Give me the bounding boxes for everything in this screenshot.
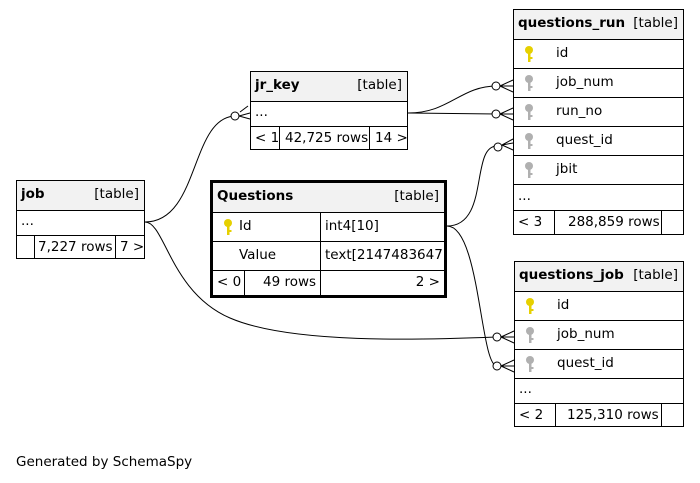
edge-job-questions_job-job_num <box>144 221 498 340</box>
parents-count[interactable]: < 1 <box>255 130 280 146</box>
column-row-jbit: jbit <box>514 155 683 184</box>
table-job[interactable]: job [table] ... 7,227 rows 7 > <box>16 180 145 259</box>
optional-marker <box>492 361 502 371</box>
column-type: int4[10] <box>325 218 379 234</box>
optional-marker <box>491 109 501 119</box>
edge-jr_key-questions_run-job_num <box>407 85 498 114</box>
table-stats: < 1 42,725 rows 14 > <box>251 126 408 150</box>
column-name: Value <box>239 247 277 263</box>
column-type: text[2147483647] <box>325 247 449 263</box>
column-row-run_no: run_no <box>514 97 683 126</box>
more-columns: ... <box>21 213 34 229</box>
parents-count[interactable]: < 3 <box>518 214 543 230</box>
table-name: job <box>21 186 45 202</box>
edge-questions-questions_run-quest_id <box>446 145 498 227</box>
foreign-key-icon <box>525 104 533 120</box>
table-type: [table] <box>633 267 678 283</box>
column-name: job_num <box>556 74 614 90</box>
crowfoot-marker <box>238 105 251 120</box>
column-name: quest_id <box>557 355 614 371</box>
row-count: 288,859 rows <box>568 214 660 230</box>
row-count: 42,725 rows <box>285 130 369 146</box>
optional-marker <box>491 81 501 91</box>
table-name: Questions <box>217 188 294 204</box>
row-count: 7,227 rows <box>38 239 113 255</box>
table-row: ... <box>251 101 407 126</box>
table-row: ... <box>514 184 683 210</box>
table-type: [table] <box>94 186 139 202</box>
table-stats: < 3 288,859 rows <box>514 210 683 234</box>
primary-key-icon <box>224 219 232 235</box>
column-row-id: id <box>515 291 683 320</box>
row-count: 125,310 rows <box>567 407 659 423</box>
column-row-job_num: job_num <box>515 320 683 349</box>
column-row-quest_id: quest_id <box>514 126 683 155</box>
foreign-key-icon <box>525 75 533 91</box>
table-header: Questions [table] <box>213 183 444 212</box>
table-header: questions_job [table] <box>515 262 683 291</box>
table-header: jr_key [table] <box>251 72 407 101</box>
children-count[interactable]: 7 > <box>120 239 145 255</box>
table-row: ... <box>17 210 144 235</box>
optional-marker <box>230 111 240 121</box>
column-row-value: Value text[2147483647] <box>213 241 448 270</box>
column-name: jbit <box>556 161 578 177</box>
table-header: job [table] <box>17 181 144 210</box>
table-type: [table] <box>357 77 402 93</box>
edge-jr_key-questions_run-run_no <box>407 112 498 115</box>
column-row-quest_id: quest_id <box>515 349 683 378</box>
column-name: job_num <box>557 326 615 342</box>
optional-marker <box>492 332 502 342</box>
edge-job-jr_key <box>144 115 237 223</box>
table-stats: 7,227 rows 7 > <box>17 235 144 259</box>
column-row-id: Id int4[10] <box>213 212 444 241</box>
foreign-key-icon <box>526 327 534 343</box>
primary-key-icon <box>525 46 533 62</box>
table-type: [table] <box>394 188 439 204</box>
table-name: questions_run <box>518 15 626 31</box>
table-stats: < 0 49 rows 2 > <box>213 270 444 295</box>
edge-questions-questions_job-quest_id <box>446 225 498 367</box>
more-columns: ... <box>518 188 531 204</box>
crowfoot-marker <box>499 79 514 93</box>
table-name: questions_job <box>519 267 624 283</box>
optional-marker <box>493 142 503 152</box>
more-columns: ... <box>519 381 532 397</box>
table-name: jr_key <box>255 77 300 93</box>
crowfoot-marker <box>500 330 515 344</box>
foreign-key-icon <box>526 356 534 372</box>
more-columns: ... <box>255 104 268 120</box>
table-type: [table] <box>633 15 678 31</box>
parents-count[interactable]: < 2 <box>519 407 544 423</box>
foreign-key-icon <box>525 162 533 178</box>
table-header: questions_run [table] <box>514 10 683 39</box>
crowfoot-marker <box>499 107 514 121</box>
table-row: ... <box>515 378 683 403</box>
table-questions[interactable]: Questions [table] Id int4[10] Value text… <box>210 180 448 298</box>
primary-key-icon <box>526 298 534 314</box>
table-questions_job[interactable]: questions_job [table] id job_num quest_i… <box>514 261 684 427</box>
column-name: Id <box>239 218 252 234</box>
children-count[interactable]: 2 > <box>415 274 440 290</box>
table-stats: < 2 125,310 rows <box>515 403 683 427</box>
column-name: run_no <box>556 103 603 119</box>
row-count: 49 rows <box>263 274 317 290</box>
foreign-key-icon <box>525 133 533 149</box>
column-name: id <box>557 297 570 313</box>
table-questions_run[interactable]: questions_run [table] id job_num run_no … <box>513 9 684 235</box>
column-row-id: id <box>514 39 683 68</box>
parents-count: < 0 <box>217 274 242 290</box>
column-row-job_num: job_num <box>514 68 683 97</box>
crowfoot-marker <box>501 138 514 151</box>
crowfoot-marker <box>500 359 515 373</box>
column-name: id <box>556 45 569 61</box>
generated-by-footer: Generated by SchemaSpy <box>16 454 193 470</box>
column-name: quest_id <box>556 132 613 148</box>
children-count[interactable]: 14 > <box>375 130 408 146</box>
table-jr_key[interactable]: jr_key [table] ... < 1 42,725 rows 14 > <box>250 71 408 150</box>
